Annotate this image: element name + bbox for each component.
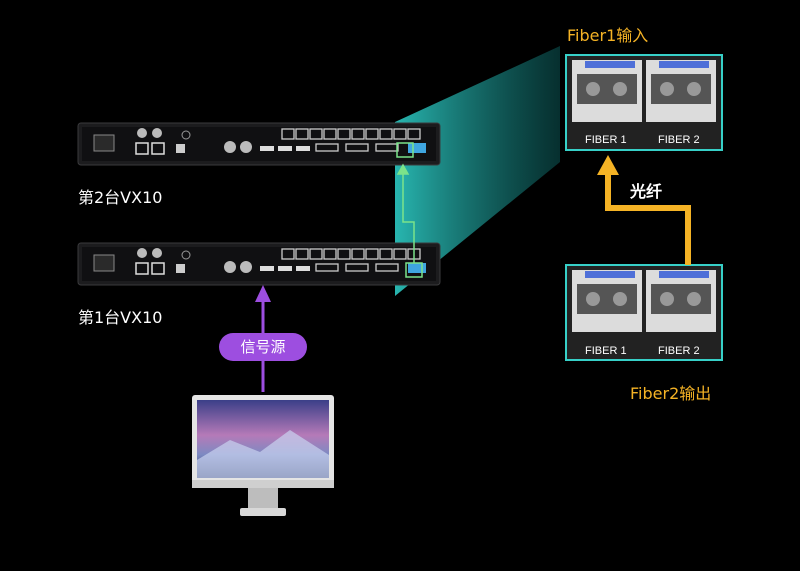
device-label-1: 第1台VX10 (78, 308, 163, 327)
fiber-module-top: FIBER 1 FIBER 2 (565, 54, 723, 151)
device-link-arrow (396, 142, 423, 278)
port-label: FIBER 2 (658, 134, 700, 146)
signal-source-badge: 信号源 (219, 333, 307, 361)
fiber-link-arrow (597, 155, 691, 265)
fiber-output-caption: Fiber2输出 (630, 384, 712, 403)
device-vx10-1 (77, 242, 441, 286)
port-projection (395, 46, 560, 296)
fiber-input-caption: Fiber1输入 (567, 26, 649, 45)
device-label-2: 第2台VX10 (78, 188, 163, 207)
fiber-link-label: 光纤 (630, 182, 663, 201)
port-label: FIBER 1 (585, 345, 627, 357)
device-vx10-2 (77, 122, 441, 166)
port-label: FIBER 1 (585, 134, 627, 146)
monitor (192, 395, 334, 516)
port-label: FIBER 2 (658, 345, 700, 357)
fiber-module-bottom: FIBER 1 FIBER 2 (565, 264, 723, 361)
